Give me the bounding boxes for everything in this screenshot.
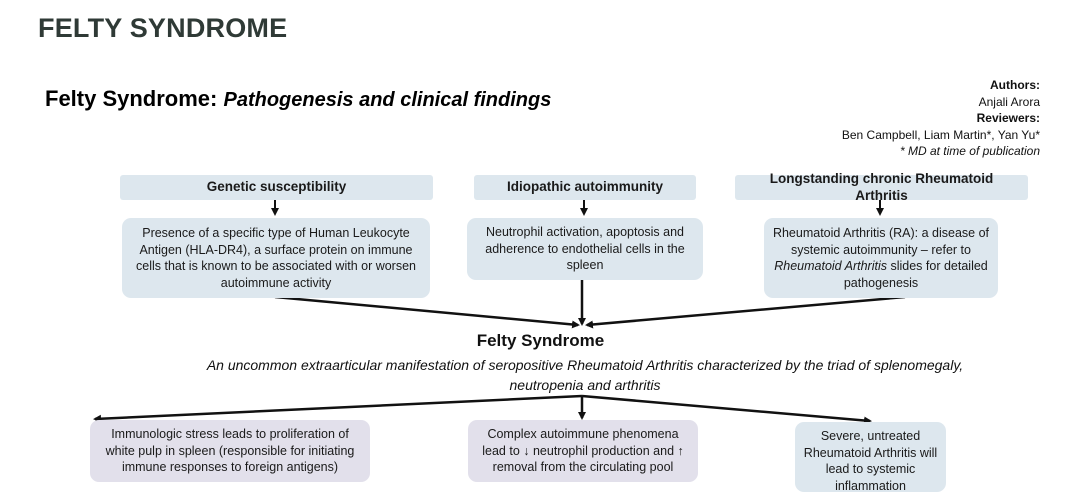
effect-splenomegaly: Immunologic stress leads to proliferatio… <box>90 420 370 482</box>
arrow-left-to-center <box>274 295 580 329</box>
center-description: An uncommon extraarticular manifestation… <box>206 357 964 393</box>
flow-arrows <box>93 200 906 425</box>
ra-text-pre: Rheumatoid Arthritis (RA): a disease of … <box>772 226 990 257</box>
slide-title-sub: Pathogenesis and clinical findings <box>223 89 552 111</box>
cause-body-genetic: Presence of a specific type of Human Leu… <box>122 218 430 298</box>
cause-body-idiopathic: Neutrophil activation, apoptosis and adh… <box>467 218 703 280</box>
cause-body-ra: Rheumatoid Arthritis (RA): a disease of … <box>764 218 998 298</box>
slide-title: Felty Syndrome: Pathogenesis and clinica… <box>45 86 551 112</box>
effect-neutropenia: Complex autoimmune phenomena lead to ↓ n… <box>468 420 698 482</box>
ra-slides-reference: Rheumatoid Arthritis <box>774 259 887 273</box>
slide-title-main: Felty Syndrome: <box>45 86 218 111</box>
arrow-center-to-right <box>581 394 872 425</box>
credits-note: * MD at time of publication <box>899 144 1040 158</box>
authors: Anjali Arora <box>978 94 1040 109</box>
page-heading: FELTY SYNDROME <box>38 13 288 43</box>
center-title: Felty Syndrome <box>476 331 605 350</box>
authors-label: Authors: <box>990 78 1040 92</box>
reviewers-label: Reviewers: <box>976 111 1040 125</box>
arrow-right-to-center <box>585 295 906 329</box>
credits: Authors: Anjali Arora Reviewers: Ben Cam… <box>842 77 1040 160</box>
cause-header-ra: Longstanding chronic Rheumatoid Arthriti… <box>735 171 1028 203</box>
cause-header-idiopathic: Idiopathic autoimmunity <box>474 175 696 200</box>
reviewers: Ben Campbell, Liam Martin*, Yan Yu* <box>841 127 1040 142</box>
ra-text-post: slides for detailed pathogenesis <box>843 259 988 290</box>
arrow-center-to-left <box>93 394 583 423</box>
cause-header-genetic: Genetic susceptibility <box>120 175 433 200</box>
